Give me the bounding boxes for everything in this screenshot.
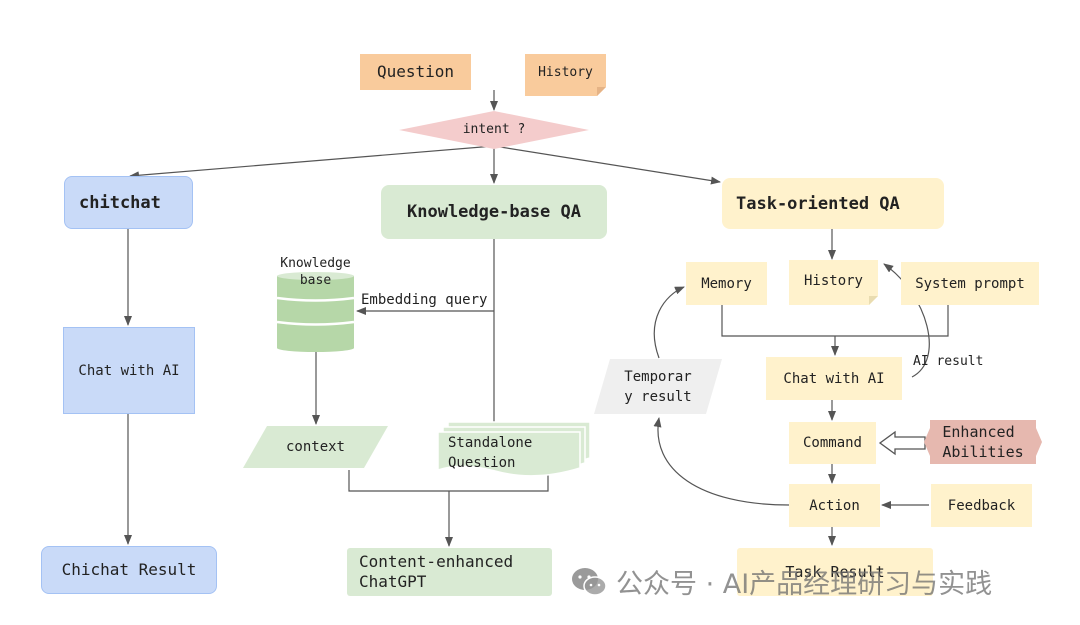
system-prompt-node: System prompt: [901, 262, 1039, 305]
intent-diamond: [399, 111, 589, 149]
task-history-label: History: [803, 272, 863, 289]
temporary-result-text: Temporar y result: [624, 367, 691, 407]
watermark: 公众号 · AI产品经理研习与实践: [570, 562, 992, 601]
standalone-question-label: Standalone Question: [448, 433, 532, 473]
command-node: Command: [789, 422, 876, 464]
command-label: Command: [802, 435, 862, 451]
temporary-line1: Temporar: [624, 369, 692, 385]
history-input-label: History: [538, 65, 593, 80]
ai-result-label: AI result: [913, 354, 984, 369]
memory-node: Memory: [686, 262, 767, 305]
chitchat-node: chitchat: [64, 176, 193, 229]
watermark-text: 公众号 · AI产品经理研习与实践: [616, 569, 993, 600]
action-node: Action: [789, 484, 880, 527]
memory-label: Memory: [701, 275, 752, 292]
standalone-line2: Question: [448, 455, 516, 471]
chitchat-chat-label: Chat with AI: [78, 362, 180, 379]
knowledge-base-cylinder-icon: [276, 272, 355, 352]
context-label: context: [285, 439, 345, 455]
content-enhanced-node: Content-enhanced ChatGPT: [347, 548, 552, 596]
content-enhanced-text: Content-enhanced ChatGPT: [359, 552, 513, 592]
embedding-query-label: Embedding query: [361, 292, 488, 308]
wechat-icon: [572, 567, 607, 596]
temporary-result-shape: [594, 359, 722, 414]
knowledge-base-line2: base: [299, 273, 332, 288]
history-input-node: History: [525, 54, 606, 92]
chitchat-result-label: Chichat Result: [61, 560, 197, 579]
enhanced-abilities-node: Enhanced Abilities: [930, 420, 1036, 464]
task-qa-node: Task-oriented QA: [722, 178, 944, 229]
knowledge-base-line1: Knowledge: [280, 256, 351, 271]
temporary-line2: y result: [624, 389, 692, 405]
context-node: context: [255, 426, 376, 468]
feedback-node: Feedback: [931, 484, 1032, 527]
standalone-question-shape: [437, 421, 591, 477]
feedback-label: Feedback: [947, 497, 1016, 514]
enhanced-abilities-text: Enhanced Abilities: [942, 422, 1023, 462]
content-enhanced-line2: ChatGPT: [359, 572, 427, 591]
question-node: Question: [360, 54, 471, 90]
task-chat-label: Chat with AI: [783, 370, 885, 387]
intent-label: intent ?: [462, 122, 526, 137]
content-enhanced-line1: Content-enhanced: [359, 552, 514, 571]
task-chat-node: Chat with AI: [766, 357, 902, 400]
chitchat-result-node: Chichat Result: [41, 546, 217, 594]
task-result-node: Task Result: [737, 548, 933, 596]
chitchat-title: chitchat: [79, 192, 161, 213]
kbqa-node: Knowledge-base QA: [381, 185, 607, 239]
enhanced-line2: Abilities: [942, 443, 1024, 461]
temporary-result-node: Temporar y result: [600, 363, 716, 411]
intent-decision: intent ?: [440, 120, 548, 140]
context-shape: [243, 426, 388, 468]
enhanced-abilities-shape: [924, 420, 1042, 464]
task-history-node: History: [789, 260, 878, 301]
knowledge-base-label: Knowledge base: [270, 255, 361, 289]
chitchat-chat-node: Chat with AI: [63, 327, 195, 414]
action-label: Action: [809, 497, 860, 514]
enhanced-line1: Enhanced: [942, 423, 1015, 441]
standalone-line1: Standalone: [448, 435, 533, 451]
question-label: Question: [376, 62, 455, 81]
task-result-label: Task Result: [785, 563, 885, 581]
system-prompt-label: System prompt: [915, 275, 1025, 292]
kbqa-title: Knowledge-base QA: [407, 202, 581, 222]
task-qa-title: Task-oriented QA: [736, 193, 900, 214]
